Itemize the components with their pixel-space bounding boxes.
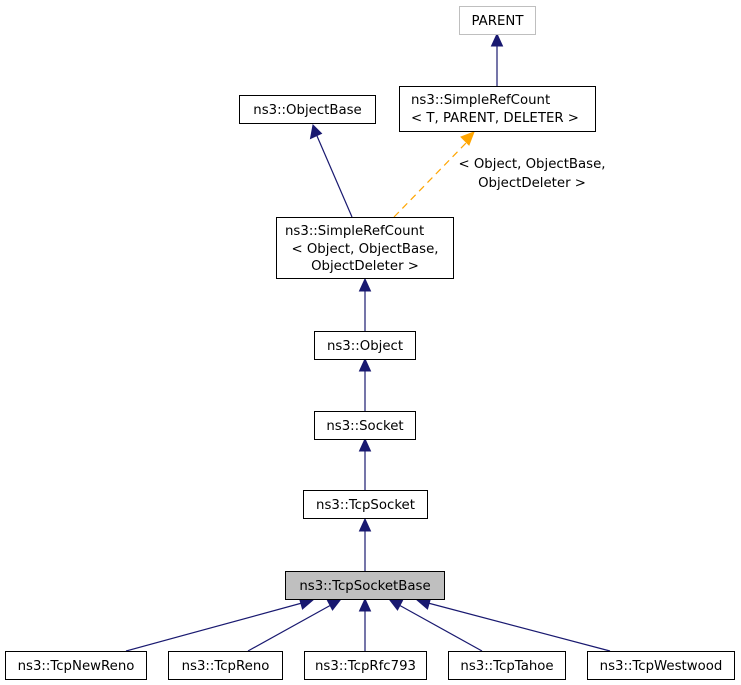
node-tcpsocket-label: ns3::TcpSocket	[316, 498, 415, 513]
edge-tcpsocket-to-socket	[358, 437, 372, 490]
node-simplerefcount-object-line-2: < Object, ObjectBase,	[291, 242, 438, 257]
edge-socket-to-object	[358, 357, 372, 411]
node-tcptahoe-label: ns3::TcpTahoe	[460, 659, 553, 674]
node-simplerefcount-object-line-1: ns3::SimpleRefCount	[285, 224, 424, 239]
edge-tcptahoe-to-tcpsocketbase	[387, 598, 483, 652]
node-tcpwestwood[interactable]: ns3::TcpWestwood	[587, 651, 735, 680]
template-edge-label-line-2: ObjectDeleter >	[478, 176, 586, 191]
node-simplerefcount-object[interactable]: ns3::SimpleRefCount < Object, ObjectBase…	[276, 217, 454, 279]
node-simplerefcount-template-line-1: ns3::SimpleRefCount	[411, 93, 550, 108]
node-simplerefcount-object-line-3: ObjectDeleter >	[311, 259, 419, 274]
node-socket[interactable]: ns3::Socket	[314, 411, 416, 440]
node-socket-label: ns3::Socket	[326, 419, 403, 434]
node-tcpsocketbase: ns3::TcpSocketBase	[285, 571, 445, 600]
edge-template-instantiation	[393, 131, 475, 218]
node-objectbase[interactable]: ns3::ObjectBase	[239, 95, 376, 124]
edge-tcpreno-to-tcpsocketbase	[247, 598, 343, 652]
edge-tcpwestwood-to-tcpsocketbase	[415, 597, 611, 652]
node-tcpnewreno-label: ns3::TcpNewReno	[18, 659, 135, 674]
node-tcpreno[interactable]: ns3::TcpReno	[168, 651, 283, 680]
edge-tcpnewreno-to-tcpsocketbase	[125, 597, 315, 652]
node-parent-label: PARENT	[472, 14, 525, 29]
edge-simplerefcount-object-to-objectbase	[309, 123, 353, 218]
node-tcprfc793-label: ns3::TcpRfc793	[315, 659, 416, 674]
node-objectbase-label: ns3::ObjectBase	[253, 103, 361, 118]
node-object-label: ns3::Object	[327, 339, 403, 354]
node-simplerefcount-template[interactable]: ns3::SimpleRefCount < T, PARENT, DELETER…	[399, 86, 596, 132]
node-tcpnewreno[interactable]: ns3::TcpNewReno	[5, 651, 147, 680]
node-tcpsocket[interactable]: ns3::TcpSocket	[303, 490, 428, 519]
edge-simplerefcount-template-to-parent	[490, 32, 504, 86]
node-tcprfc793[interactable]: ns3::TcpRfc793	[304, 651, 427, 680]
edge-tcpsocketbase-to-tcpsocket	[358, 517, 372, 571]
edge-object-to-simplerefcount	[358, 277, 372, 331]
node-object[interactable]: ns3::Object	[314, 331, 416, 360]
node-tcptahoe[interactable]: ns3::TcpTahoe	[448, 651, 566, 680]
node-tcpreno-label: ns3::TcpReno	[182, 659, 270, 674]
node-parent: PARENT	[459, 6, 536, 35]
node-tcpwestwood-label: ns3::TcpWestwood	[600, 659, 723, 674]
edge-tcprfc793-to-tcpsocketbase	[358, 597, 372, 651]
node-tcpsocketbase-label: ns3::TcpSocketBase	[299, 579, 430, 594]
node-simplerefcount-template-line-2: < T, PARENT, DELETER >	[411, 111, 579, 126]
template-edge-label-line-1: < Object, ObjectBase,	[458, 157, 605, 172]
